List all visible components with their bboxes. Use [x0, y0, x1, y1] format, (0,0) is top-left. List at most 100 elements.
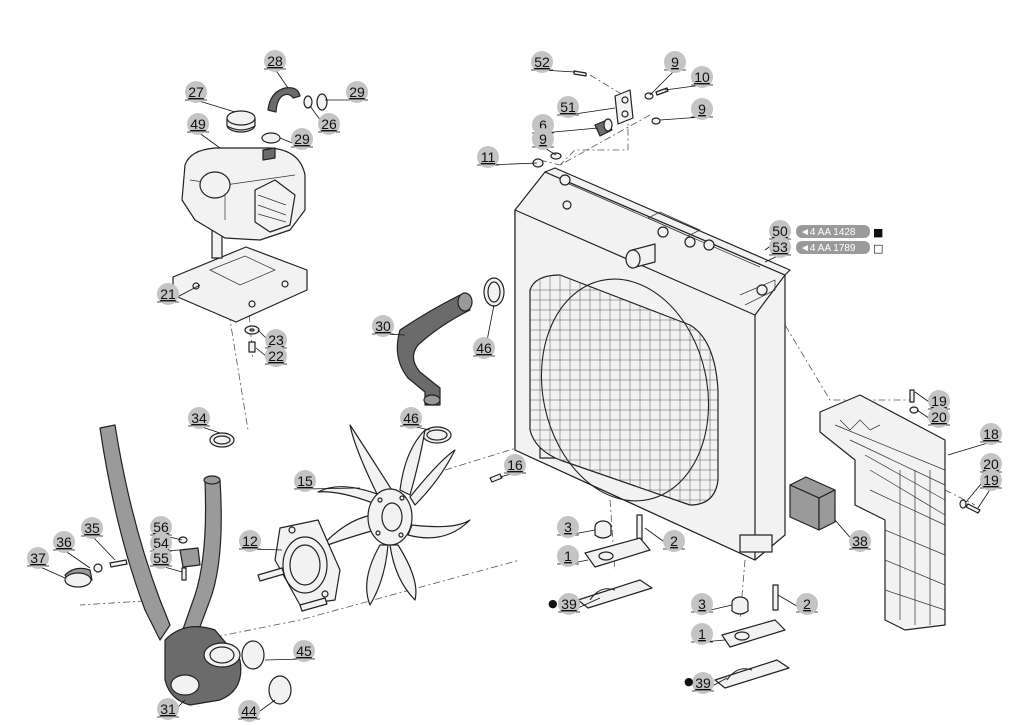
callout-bubble	[346, 81, 368, 103]
callout-label: 6	[539, 117, 547, 133]
callout-label: 29	[349, 84, 365, 100]
callout-bubble	[265, 329, 287, 351]
callout-c23: 23	[257, 329, 287, 351]
mounts-right	[714, 584, 790, 689]
radiator	[514, 167, 791, 561]
mounts-left	[577, 514, 653, 609]
callout-label: 18	[983, 426, 999, 442]
callout-bubble	[400, 407, 422, 429]
callout-c9c: 9	[532, 128, 557, 156]
callout-label: 2	[803, 596, 811, 612]
callout-label: 39	[695, 675, 711, 691]
callout-bubble	[294, 470, 316, 492]
callout-label: 34	[191, 410, 207, 426]
callout-label: 9	[539, 131, 547, 147]
shroud-bolts	[909, 389, 981, 514]
callout-c1a: 1	[557, 545, 589, 567]
callout-bubble	[532, 128, 554, 150]
callout-leader	[81, 535, 116, 561]
callout-label: 19	[983, 472, 999, 488]
callout-c50: 50	[764, 220, 791, 251]
callout-c9a: 9	[649, 51, 686, 96]
callout-c35: 35	[81, 517, 116, 561]
callout-label: 30	[375, 318, 391, 334]
callout-c45: 45	[264, 640, 315, 662]
callout-bubble	[796, 593, 818, 615]
callout-c20a: 20	[916, 406, 950, 428]
callout-bubble	[187, 113, 209, 135]
reference-53: ◄4 AA 1789 □	[796, 241, 883, 255]
center-lines	[79, 74, 976, 641]
callout-c27: 27	[185, 81, 236, 113]
callout-bubble	[557, 96, 579, 118]
callout-label: 55	[153, 550, 169, 566]
callout-bubble	[150, 547, 172, 569]
callout-leader	[53, 549, 91, 569]
callout-c1b: 1	[691, 623, 726, 645]
callout-label: 46	[476, 340, 492, 356]
hub-12	[257, 519, 341, 612]
callout-c10: 10	[664, 66, 713, 91]
callout-c52: 52	[531, 51, 576, 73]
callout-label: 46	[403, 410, 419, 426]
callout-c19a: 19	[914, 390, 950, 412]
callout-label: 19	[931, 393, 947, 409]
reference-50: ◄4 AA 1428 ■	[796, 225, 883, 239]
callout-label: 1	[698, 626, 706, 642]
callout-c29a: 29	[325, 81, 368, 103]
callout-c46b: 46	[400, 407, 431, 431]
callout-c2a: 2	[644, 527, 685, 552]
callout-bubble	[53, 531, 75, 553]
callout-label: 3	[564, 519, 572, 535]
callout-bubble	[769, 220, 791, 242]
callout-c44: 44	[238, 699, 276, 722]
clamps-left	[64, 536, 201, 588]
callout-bubble	[849, 530, 871, 552]
hose-28	[267, 87, 301, 113]
callout-label: 12	[242, 533, 258, 549]
callout-bubble	[980, 453, 1002, 475]
reference-53-code: ◄4 AA 1789	[800, 243, 856, 254]
lower-hose-group	[99, 424, 292, 706]
callout-c15: 15	[294, 470, 361, 492]
callout-bubble	[557, 545, 579, 567]
top-bracket-group	[532, 70, 669, 168]
callout-bubble	[291, 128, 313, 150]
reference-53-marker: □	[873, 242, 883, 255]
seal-38	[789, 476, 836, 531]
callout-bubble	[238, 700, 260, 722]
callout-label: 51	[560, 99, 576, 115]
callout-bubble	[265, 345, 287, 367]
callout-bubble	[239, 530, 261, 552]
callout-c39b: 39	[692, 672, 728, 694]
callout-bubble	[150, 516, 172, 538]
callout-bubble	[558, 593, 580, 615]
callout-bubble	[663, 530, 685, 552]
callout-label: 22	[268, 348, 284, 364]
callout-label: 10	[694, 69, 710, 85]
callout-c2b: 2	[777, 593, 818, 615]
callout-label: 23	[268, 332, 284, 348]
callout-c46a: 46	[473, 304, 495, 359]
callout-bubble	[157, 698, 179, 720]
callout-bubble	[293, 640, 315, 662]
callout-bubble	[691, 66, 713, 88]
callout-label: 31	[160, 701, 176, 717]
callout-bubble	[504, 454, 526, 476]
callout-bubble	[928, 406, 950, 428]
callout-label: 26	[321, 116, 337, 132]
callout-c38: 38	[834, 519, 871, 552]
callout-label: 21	[160, 286, 176, 302]
callout-c9b: 9	[659, 98, 713, 121]
callout-label: 15	[297, 473, 313, 489]
callout-leader	[977, 487, 1002, 509]
callout-label: 38	[852, 533, 868, 549]
callout-bubble	[185, 81, 207, 103]
callout-bubble	[980, 423, 1002, 445]
callout-label: 9	[698, 101, 706, 117]
callout-label: 35	[84, 520, 100, 536]
callout-c3b: 3	[691, 593, 733, 615]
callout-c21: 21	[157, 283, 201, 305]
